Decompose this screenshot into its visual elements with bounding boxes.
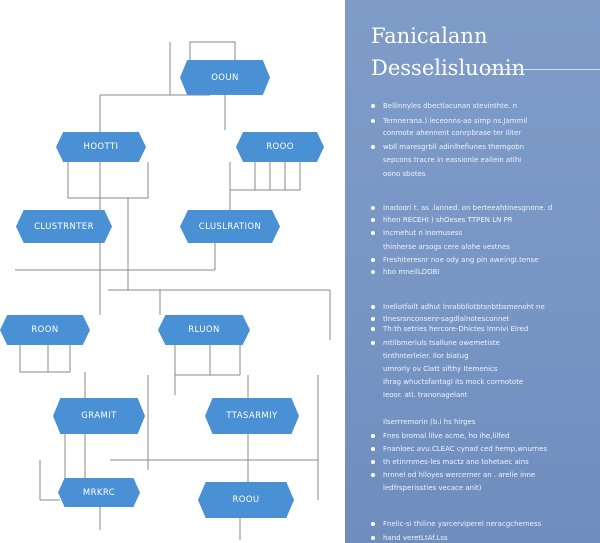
bullet-point — [371, 473, 375, 477]
panel-text-line: Th:th setries hercore-Dhictes Imnivi Elr… — [383, 325, 529, 333]
node-rooo: ROOO — [236, 132, 324, 162]
bullet-point — [371, 434, 375, 438]
panel-text-line: Fnanloec avu.CLEAC cynad ced hemp,wnurne… — [383, 445, 548, 453]
node-mrkrc: MRKRC — [58, 478, 140, 507]
panel-text-line: Ilserrremorin (b.i hs hirges — [383, 418, 476, 426]
panel-text-line: th etinrnmes-les mactz ano tohetaec ains — [383, 458, 529, 466]
bullet-point — [371, 317, 375, 321]
bullet-point — [371, 447, 375, 451]
bullet-point — [371, 218, 375, 222]
panel-text-line: conmote ahennent conrpbrase ter iliter — [383, 129, 522, 137]
title-underline — [485, 69, 600, 70]
node-hootti: HOOTTI — [56, 132, 146, 162]
bullet-point — [371, 305, 375, 309]
panel-text-line: sepcons tracre in eassionle ealiein atlh… — [383, 156, 522, 164]
bullet-point — [371, 206, 375, 210]
panel-text-line: ledfrsperissties vecace anit) — [383, 484, 482, 492]
node-roou: ROOU — [198, 482, 294, 518]
bullet-point — [371, 258, 375, 262]
panel-text-line: umrorly ov Clatt sifthy Itemenics — [383, 365, 498, 373]
panel-text-line: tinthnterleler. Ilor biatug — [383, 352, 469, 360]
node-rluon: RLUON — [158, 315, 250, 345]
panel-text-line: hand veretLtAf.Lss — [383, 534, 448, 542]
panel-text-line: Ternnerana.) leceonns-ao simp ns.Jammil — [383, 117, 528, 125]
panel-text-line: oono sbotes — [383, 170, 426, 178]
node-ooun: OOUN — [180, 60, 270, 95]
panel-text-line: Incmehut n Inomusess — [383, 229, 463, 237]
panel-text-line: leoor. atl. tranonagelant — [383, 391, 468, 399]
panel-text-line: hhen RECEHI ) shOeses TTPEN LN PR — [383, 216, 513, 224]
node-roon: ROON — [0, 315, 90, 345]
bullet-point — [371, 270, 375, 274]
node-ttasarmiy: TTASARMIY — [205, 398, 299, 434]
node-clustrnter: CLUSTRNTER — [16, 210, 112, 243]
panel-text-line: tlnesrsnconsenr-sagdlalnotesconnet — [383, 315, 510, 323]
panel-title-line-1: Fanicalann — [371, 24, 488, 48]
panel-text-line: wbll maresgrbli adinlhefiunes themgobn — [383, 143, 525, 151]
bullet-point — [371, 145, 375, 149]
panel-text-line: Inellotfoilt adhut lnrabbllotbtsnbtbsmen… — [383, 303, 545, 311]
bullet-point — [371, 522, 375, 526]
bullet-point — [371, 119, 375, 123]
flowchart-diagram: OOUN HOOTTI ROOO CLUSTRNTER CLUSLRATION … — [0, 41, 331, 540]
connector-lines — [15, 41, 331, 540]
panel-text-line: mtilbmeriuls tsallune owemetiste — [383, 339, 500, 347]
node-cluslration: CLUSLRATION — [180, 210, 280, 243]
bullet-point — [371, 327, 375, 331]
bullet-point — [371, 536, 375, 540]
panel-text-line: Bellinnyles dbectlacunan stevinthte. n — [383, 102, 518, 110]
description-panel: Fanicalann Desselisluonin Bellinnyles db… — [345, 0, 600, 543]
panel-text-line: Inadoori t. as .lanned. on berteeahtines… — [383, 204, 553, 212]
panel-text-line: hbo mneilLDOBI — [383, 268, 440, 276]
bullet-point — [371, 231, 375, 235]
connector — [189, 41, 236, 60]
panel-text-line: hrnnel od hlloyes wercerner an . arelie … — [383, 471, 536, 479]
panel-title-line-2: Desselisluonin — [371, 56, 526, 80]
node-gramit: GRAMIT — [53, 398, 145, 434]
bullet-point — [371, 341, 375, 345]
bullet-point — [371, 460, 375, 464]
panel-text-line: thinherse arsogs cere alohe vestnes — [383, 243, 510, 251]
bullet-point — [371, 104, 375, 108]
panel-text-line: Fnes bromal lilve acme, ho ihe,lilfed — [383, 432, 510, 440]
panel-text-line: Fnelic-si thiline yarcerviperel neracgch… — [383, 520, 542, 528]
panel-text-line: Ihrag whuctsfantagl its mock corrnotote — [383, 378, 524, 386]
panel-text-line: Freshiteresnr noe ody ang pin aweingI.te… — [383, 256, 539, 264]
